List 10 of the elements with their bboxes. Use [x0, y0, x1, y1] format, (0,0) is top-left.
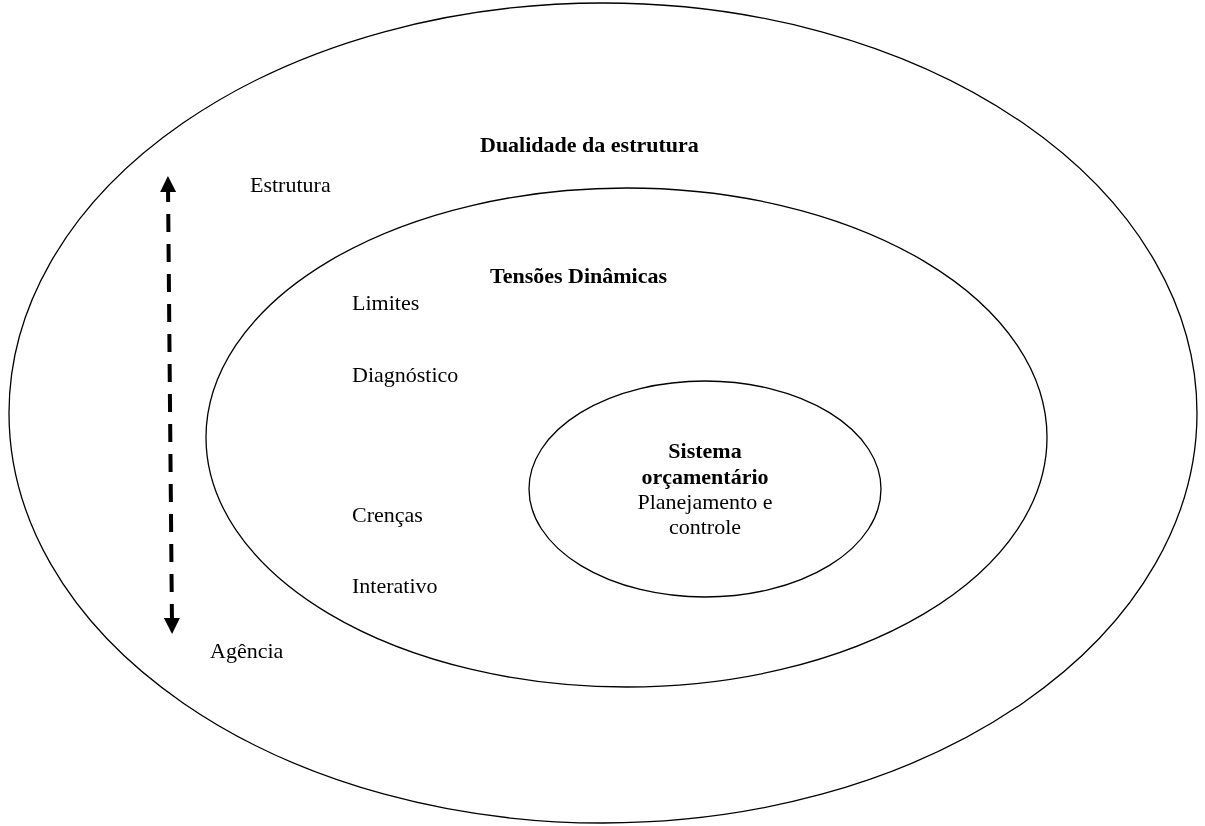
- circle-text: Planejamento e controle: [636, 489, 774, 540]
- ellipse-title: Tensões Dinâmicas: [490, 263, 668, 289]
- ellipse-title: Dualidade da estrutura: [480, 132, 699, 158]
- ellipse-label: Estrutura: [250, 172, 331, 198]
- circle-title: Sistema orçamentário: [640, 438, 770, 489]
- ellipse-label: Interativo: [352, 573, 438, 599]
- ellipse-label: Diagnóstico: [352, 362, 459, 388]
- ellipse-label: Crenças: [352, 502, 423, 528]
- ellipse-label: Agência: [210, 638, 284, 664]
- ellipse-label: Limites: [352, 290, 420, 316]
